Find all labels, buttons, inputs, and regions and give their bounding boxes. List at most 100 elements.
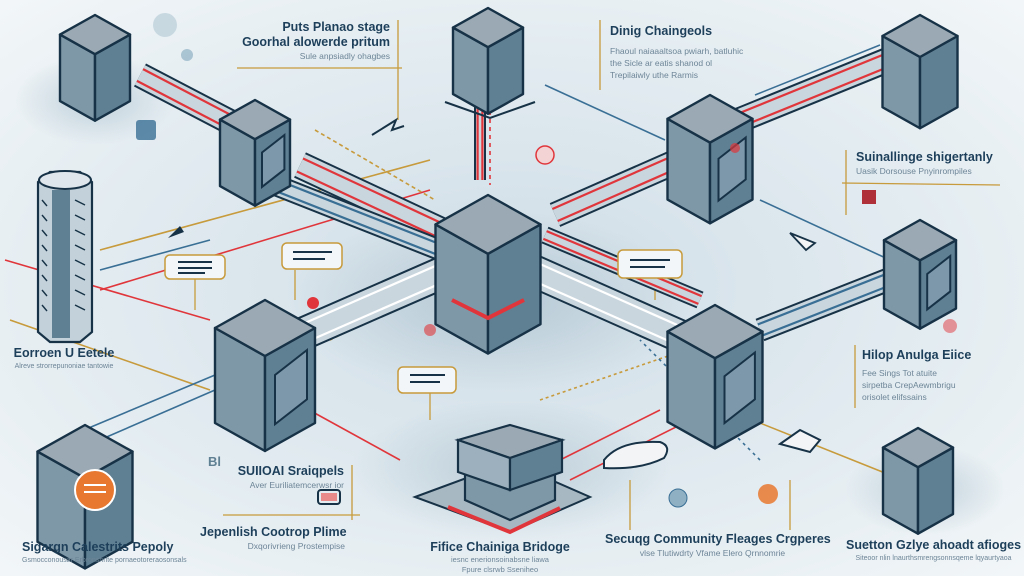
cube-top-face xyxy=(58,13,132,56)
label-line: the Sicle ar eatis shanod ol xyxy=(610,58,713,68)
screen-panel xyxy=(926,253,952,312)
label-title: Eorroen U Eetele xyxy=(13,346,115,360)
cube-right-face xyxy=(508,438,564,492)
label-bottom-center-right: Secuqg Community Fleages Crgperes vlse T… xyxy=(605,532,831,559)
label-bottom-right: Suetton Gzlye ahoadt afioges Siteoor nli… xyxy=(846,538,1021,565)
label-subtitle: vlse Tlutiwdrty Vfame Elero Qrnnomrie xyxy=(639,548,786,558)
label-subtitle: Siteoor nlin lnaurthsmrengsonnsqeme lqya… xyxy=(855,555,1012,562)
server-top-center[interactable] xyxy=(444,6,536,120)
server-middle-left[interactable] xyxy=(213,298,317,453)
server-upper-right[interactable] xyxy=(666,93,754,225)
monitor-screen xyxy=(321,493,337,501)
tag-icon xyxy=(777,428,822,454)
alert-icon xyxy=(730,143,740,153)
monitor-icon xyxy=(317,489,341,505)
server-central-hub[interactable] xyxy=(434,193,542,355)
cube-top-face xyxy=(881,13,959,59)
hub-base-edge xyxy=(451,298,525,321)
screen-panel xyxy=(274,347,308,427)
decorative-icons: Bl xyxy=(136,13,957,508)
callout-box xyxy=(281,242,343,270)
alert-icon xyxy=(424,324,436,336)
connector-line xyxy=(299,404,401,461)
label-title: Fifice Chainiga Bridoge xyxy=(430,540,570,554)
server-tower-left[interactable] xyxy=(36,170,94,344)
platform-edge xyxy=(444,101,536,120)
label-title: SUIIOAI Sraiqpels xyxy=(237,464,344,478)
connector-line xyxy=(754,44,881,96)
servers xyxy=(36,6,959,570)
label-title: Dinig Chaingeols xyxy=(610,24,713,38)
label-right-middle: Hilop Anulga Eiice Fee Sings Tot atuite … xyxy=(862,348,1022,403)
label-right-upper: Suinallinge shigertanly Uasik Dorsouse P… xyxy=(856,150,1021,177)
label-subtitle: Dxqorivrieng Prostempise xyxy=(247,541,345,551)
tower-front-panel xyxy=(52,190,70,338)
cube-top-face xyxy=(451,6,525,49)
label-title: Secuqg Community Fleages Crgperes xyxy=(605,532,831,546)
label-bottom-center: Fifice Chainiga Bridoge iesnc enerionsoi… xyxy=(410,540,590,575)
arrow-icon xyxy=(168,226,184,238)
server-far-right-top[interactable] xyxy=(881,13,959,130)
tower-vents xyxy=(41,199,86,312)
cloud-ship-icon xyxy=(603,440,669,470)
label-line: iesnc enerionsoinabsne liawa xyxy=(451,555,549,564)
server-middle-right[interactable] xyxy=(666,303,764,450)
label-center-left-lower-2: Jepenlish Cootrop Plime Dxqorivrieng Pro… xyxy=(200,525,347,552)
alert-icon xyxy=(535,145,555,165)
server-right[interactable] xyxy=(882,218,958,330)
pipe xyxy=(294,152,456,248)
cube-top-face xyxy=(213,298,317,358)
label-subtitle: Sule anpsiadly ohagbes xyxy=(299,51,390,61)
cube-top-face xyxy=(666,303,764,360)
screen-panel xyxy=(723,350,756,426)
label-title: Hilop Anulga Eiice xyxy=(862,348,972,362)
arrow-icon xyxy=(371,117,405,136)
alert-icon xyxy=(307,297,319,309)
callout-box xyxy=(397,366,457,394)
server-bottom-center[interactable] xyxy=(412,423,593,535)
connector-line xyxy=(544,84,666,141)
screen-panel xyxy=(261,132,286,190)
flag-icon xyxy=(862,190,876,204)
document-icon xyxy=(136,120,156,140)
cube-top-face xyxy=(434,193,542,256)
icon-glyph: Bl xyxy=(208,454,221,469)
label-title: Puts Planao stage xyxy=(282,20,390,34)
label-left-middle: Eorroen U Eetele Alreve strorrepunoniae … xyxy=(0,346,128,373)
server-bottom-left[interactable] xyxy=(36,423,134,570)
cube-top-face xyxy=(882,218,958,262)
label-center-left-lower-1: SUIIOAI Sraiqpels Aver Euriliatemcerwsr … xyxy=(222,464,344,491)
globe-icon xyxy=(181,49,193,61)
badge-icon xyxy=(758,484,778,504)
label-title: Goorhal alowerde pritum xyxy=(242,35,390,49)
callout-boxes xyxy=(164,242,683,394)
label-subtitle: Uasik Dorsouse Pnyinrompiles xyxy=(856,166,972,176)
label-title: Suinallinge shigertanly xyxy=(856,150,993,164)
label-top-right: Dinig Chaingeols Fhaoul naiaaaltsoa pwia… xyxy=(610,24,780,81)
label-title: Suetton Gzlye ahoadt afioges xyxy=(846,538,1022,552)
label-line: Fhaoul naiaaaltsoa pwiarh, batluhic xyxy=(610,46,744,56)
globe-icon xyxy=(153,13,177,37)
label-top-left: Puts Planao stage Goorhal alowerde pritu… xyxy=(200,20,390,62)
pipe xyxy=(735,42,905,133)
cube-top-face xyxy=(666,93,754,144)
label-leader-lines xyxy=(194,20,1001,530)
label-line: Trepilaiwly uthe Rarmis xyxy=(610,70,699,80)
label-bottom-left: Sigargn Calestrits Pepoly Gsmocconousar … xyxy=(22,540,202,567)
connector-line xyxy=(99,239,211,271)
server-bottom-right[interactable] xyxy=(881,426,955,535)
label-line: Fpure clsrwb Sseniheo xyxy=(461,565,539,574)
connector-line xyxy=(314,129,436,201)
server-top-left[interactable] xyxy=(58,13,132,122)
label-subtitle: Gsmocconousar Erbronshrite pornaeotorera… xyxy=(22,557,187,564)
server-upper-left[interactable] xyxy=(218,98,292,207)
leader-line xyxy=(841,182,1001,186)
label-line: orisolet elifssains xyxy=(862,392,927,402)
label-subtitle: Alreve strorrepunoniae tantowie xyxy=(14,363,114,370)
pipe xyxy=(293,249,467,351)
alert-icon xyxy=(943,319,957,333)
label-title: Sigargn Calestrits Pepoly xyxy=(22,540,174,554)
tower-top xyxy=(38,170,92,190)
pipes xyxy=(133,42,905,361)
